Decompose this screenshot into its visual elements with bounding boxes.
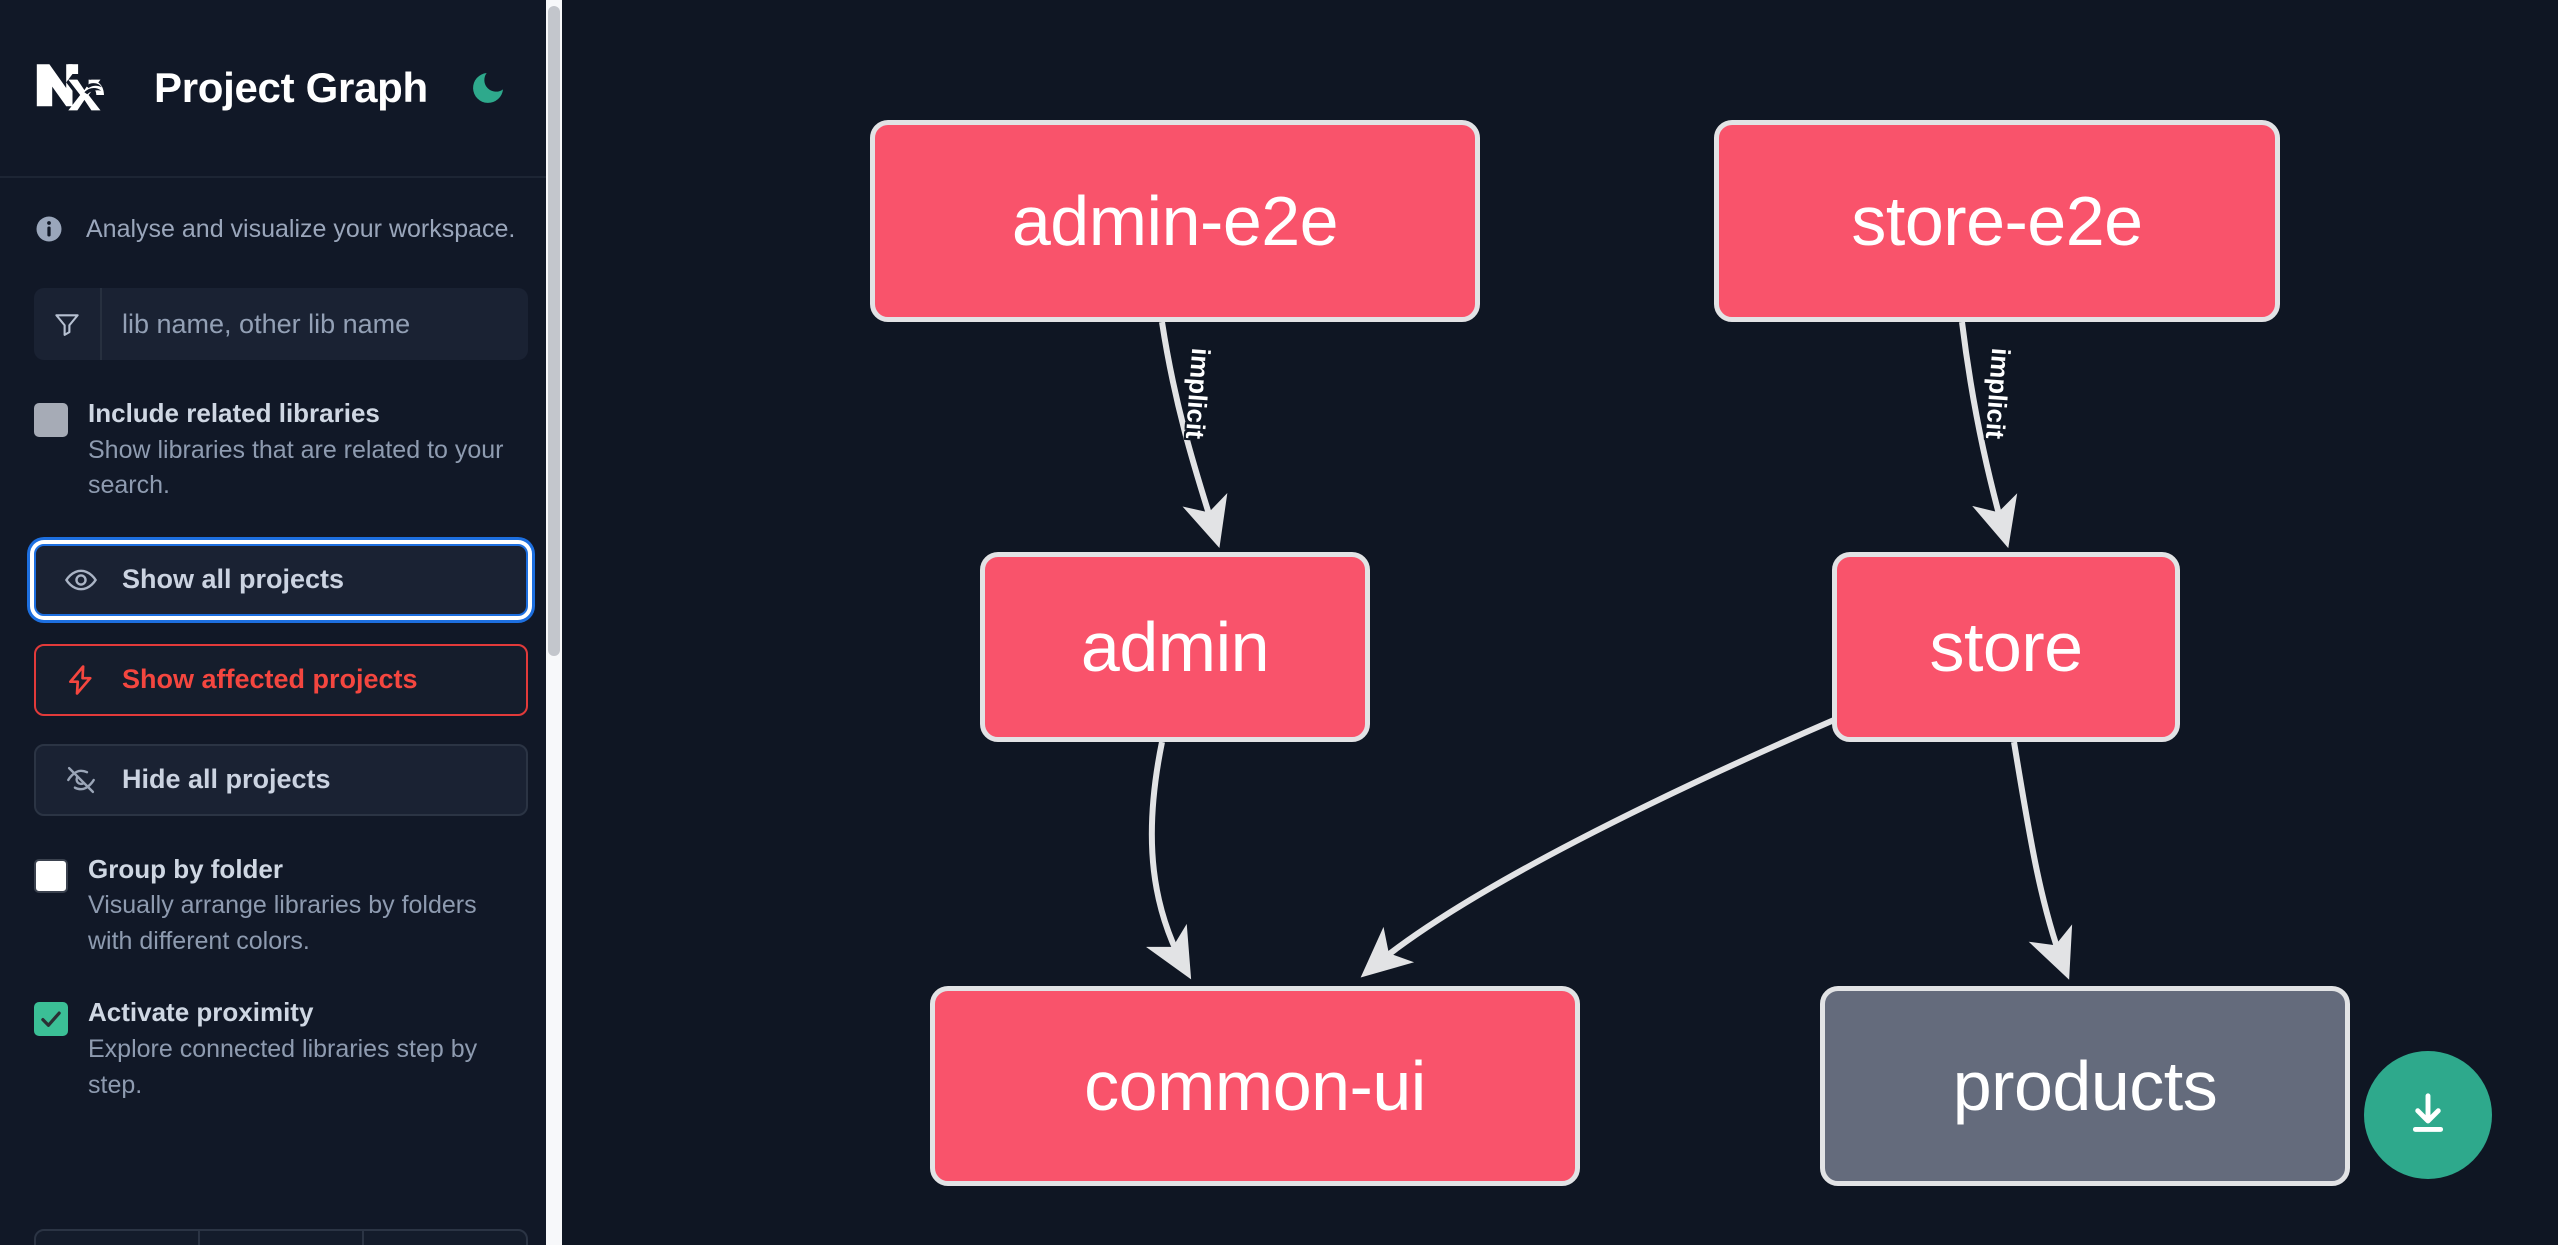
graph-node-label: admin <box>1080 608 1270 686</box>
graph-canvas[interactable]: admin-e2e store-e2e admin store common-u… <box>562 0 2558 1245</box>
edge-admin-e2e-to-admin[interactable] <box>1159 321 1228 549</box>
sidebar-header: Project Graph <box>0 0 562 178</box>
graph-node-label: admin-e2e <box>1011 182 1339 260</box>
eye-off-icon <box>62 761 100 799</box>
checkbox-group-by-folder[interactable] <box>34 858 68 893</box>
show-affected-projects-label: Show affected projects <box>122 664 418 695</box>
sidebar-scrollbar-track[interactable] <box>546 0 562 1245</box>
search-field[interactable] <box>34 288 528 360</box>
graph-node-admin[interactable]: admin <box>980 552 1370 742</box>
eye-icon <box>62 561 100 599</box>
graph-node-admin-e2e[interactable]: admin-e2e <box>870 120 1480 322</box>
info-circle-icon <box>34 214 64 244</box>
graph-node-store[interactable]: store <box>1832 552 2180 742</box>
segment-3[interactable] <box>364 1231 526 1245</box>
option-description: Visually arrange libraries by folders wi… <box>88 891 477 955</box>
segment-1[interactable] <box>36 1231 200 1245</box>
option-group-by-folder[interactable]: Group by folder Visually arrange librari… <box>0 816 562 960</box>
option-include-related-libraries[interactable]: Include related libraries Show libraries… <box>0 360 562 504</box>
edge-store-to-products[interactable] <box>2011 741 2073 980</box>
graph-node-label: store-e2e <box>1851 182 2143 260</box>
hide-all-projects-label: Hide all projects <box>122 764 331 795</box>
checkbox-include-related-libraries[interactable] <box>34 403 68 437</box>
edge-store-to-common-ui[interactable] <box>1360 717 1836 978</box>
option-activate-proximity[interactable]: Activate proximity Explore connected lib… <box>0 959 562 1103</box>
lightning-bolt-icon <box>62 661 100 699</box>
sidebar: Project Graph Analyse and visualize your… <box>0 0 562 1245</box>
download-icon <box>2400 1086 2456 1145</box>
download-graph-button[interactable] <box>2364 1051 2492 1179</box>
sidebar-scrollbar-thumb[interactable] <box>548 6 560 656</box>
option-description: Explore connected libraries step by step… <box>88 1035 478 1099</box>
workspace-info-text: Analyse and visualize your workspace. <box>86 214 516 243</box>
graph-node-label: store <box>1929 608 2083 686</box>
option-title: Group by folder <box>88 853 283 884</box>
bottom-segmented-control[interactable] <box>34 1229 528 1245</box>
checkbox-activate-proximity[interactable] <box>34 1002 68 1037</box>
filter-funnel-icon <box>34 288 102 360</box>
graph-edges-layer <box>1145 321 2073 980</box>
option-title: Activate proximity <box>88 997 314 1028</box>
page-title: Project Graph <box>154 64 428 111</box>
graph-node-products[interactable]: products <box>1820 986 2350 1186</box>
edge-store-e2e-to-store[interactable] <box>1959 321 2018 549</box>
show-all-projects-label: Show all projects <box>122 564 345 595</box>
graph-node-common-ui[interactable]: common-ui <box>930 986 1580 1186</box>
option-title: Include related libraries <box>88 398 380 428</box>
hide-all-projects-button[interactable]: Hide all projects <box>34 743 528 816</box>
nx-logo-icon <box>34 59 118 117</box>
search-input[interactable] <box>102 288 528 360</box>
graph-node-label: common-ui <box>1084 1047 1426 1125</box>
workspace-info: Analyse and visualize your workspace. <box>0 178 562 274</box>
option-description: Show libraries that are related to your … <box>88 435 504 500</box>
show-affected-projects-button[interactable]: Show affected projects <box>34 643 528 716</box>
graph-node-store-e2e[interactable]: store-e2e <box>1714 120 2280 322</box>
segment-2[interactable] <box>200 1231 364 1245</box>
graph-node-label: products <box>1952 1047 2218 1125</box>
moon-icon[interactable] <box>466 66 510 110</box>
edge-admin-to-common-ui[interactable] <box>1145 741 1192 980</box>
show-all-projects-button[interactable]: Show all projects <box>34 543 528 616</box>
projects-visibility-actions: Show all projects Show affected projects <box>34 543 528 816</box>
